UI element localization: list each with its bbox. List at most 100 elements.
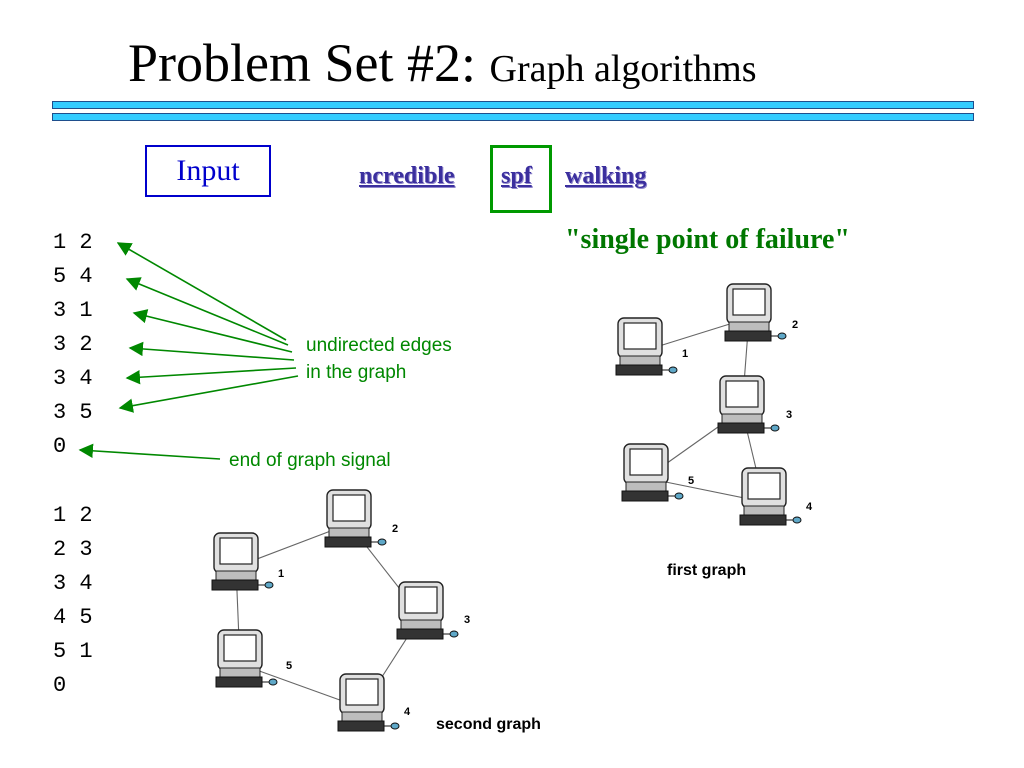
node-label: 3: [786, 409, 792, 421]
computer-node: 5: [621, 443, 694, 502]
edges-annotation: undirected edges in the graph: [306, 332, 452, 386]
base-shape: [215, 570, 257, 581]
screen-shape: [223, 634, 257, 662]
base-shape: [341, 711, 383, 722]
graph-edges: [235, 523, 422, 709]
computer-node: 4: [337, 673, 411, 732]
keyboard-shape: [615, 364, 663, 376]
keyboard-shape: [739, 514, 787, 526]
mouse-shape: [668, 366, 678, 374]
computer-node: 2: [324, 489, 398, 548]
base-shape: [728, 321, 770, 332]
base-shape: [625, 481, 667, 492]
arrow-to-end-signal: [78, 443, 221, 460]
selected-tab-highlight: [490, 145, 552, 213]
keyboard-shape: [215, 676, 263, 688]
computer-node: 1: [615, 317, 688, 376]
arrow-to-edge-5: [125, 367, 297, 385]
arrow-to-edge-6: [118, 375, 299, 413]
second-graph: 1 2 3 5 4: [211, 489, 470, 732]
edge-line: 3 4: [53, 366, 93, 391]
mouse-shape: [674, 492, 684, 500]
title-subtitle: Graph algorithms: [489, 48, 757, 90]
edge-line: 1 2: [53, 230, 93, 255]
node-label: 4: [404, 706, 411, 718]
edge-line: 3 2: [53, 332, 93, 357]
edge-line: 5 1: [53, 639, 93, 664]
screen-shape: [332, 494, 366, 522]
arrow-to-edge-1: [116, 242, 287, 341]
node-label: 2: [392, 523, 398, 535]
edge-line: 5 4: [53, 264, 93, 289]
node-label: 2: [792, 319, 798, 331]
mouse-shape: [792, 516, 802, 524]
computer-node: 2: [724, 283, 798, 342]
computer-node: 5: [215, 629, 292, 688]
title-rule-top: [52, 101, 974, 109]
base-shape: [328, 527, 370, 538]
node-label: 1: [682, 348, 688, 360]
title-rule-bottom: [52, 113, 974, 121]
screen-shape: [725, 380, 759, 408]
screen-shape: [219, 537, 253, 565]
tab-link-walking[interactable]: walking: [565, 163, 647, 189]
mouse-shape: [390, 722, 400, 730]
arrow-to-edge-4: [128, 341, 295, 361]
base-shape: [743, 505, 785, 516]
keyboard-shape: [396, 628, 444, 640]
keyboard-shape: [724, 330, 772, 342]
end-signal-annotation: end of graph signal: [229, 450, 391, 471]
screen-shape: [345, 678, 379, 706]
base-shape: [219, 667, 261, 678]
slide-title: Problem Set #2: Graph algorithms: [128, 28, 757, 104]
input-block-second-graph: 1 2 2 3 3 4 4 5 5 1 0: [53, 499, 93, 703]
edges-annotation-line2: in the graph: [306, 362, 407, 383]
edge-line: 3 5: [53, 400, 93, 425]
computer-node: 3: [396, 581, 470, 640]
screen-shape: [404, 586, 438, 614]
edge-line: 2 3: [53, 537, 93, 562]
edge-line: 4 5: [53, 605, 93, 630]
first-graph: 1 2 3 5 4: [615, 283, 813, 526]
edge-arrows: [116, 242, 299, 413]
title-main: Problem Set #2:: [128, 33, 476, 93]
input-label: Input: [176, 154, 240, 187]
base-shape: [619, 355, 661, 366]
end-signal-line: 0: [53, 673, 67, 698]
mouse-shape: [264, 581, 274, 589]
edge-line: 3 4: [53, 571, 93, 596]
mouse-shape: [770, 424, 780, 432]
end-signal-line: 0: [53, 434, 67, 459]
node-label: 5: [286, 660, 292, 672]
keyboard-shape: [337, 720, 385, 732]
base-shape: [721, 413, 763, 424]
arrow-to-edge-3: [132, 309, 293, 353]
second-graph-caption: second graph: [436, 716, 541, 733]
tab-link-spf[interactable]: spf: [501, 163, 532, 189]
keyboard-shape: [717, 422, 765, 434]
first-graph-caption: first graph: [667, 562, 747, 579]
tab-link-ncredible[interactable]: ncredible: [359, 163, 455, 189]
base-shape: [400, 619, 442, 630]
computer-node: 4: [739, 467, 813, 526]
keyboard-shape: [211, 579, 259, 591]
node-label: 1: [278, 568, 284, 580]
edge-line: 1 2: [53, 503, 93, 528]
screen-shape: [732, 288, 766, 316]
computer-node: 1: [211, 532, 284, 591]
mouse-shape: [377, 538, 387, 546]
edges-annotation-line1: undirected edges: [306, 335, 452, 356]
node-label: 4: [806, 501, 813, 513]
screen-shape: [747, 472, 781, 500]
arrow-to-edge-2: [125, 277, 289, 346]
input-block-first-graph: 1 2 5 4 3 1 3 2 3 4 3 5 0: [53, 226, 93, 464]
screen-shape: [623, 322, 657, 350]
mouse-shape: [777, 332, 787, 340]
keyboard-shape: [324, 536, 372, 548]
node-label: 3: [464, 614, 470, 626]
edge-line: 3 1: [53, 298, 93, 323]
spf-definition: "single point of failure": [565, 224, 850, 255]
node-label: 5: [688, 475, 694, 487]
keyboard-shape: [621, 490, 669, 502]
computer-node: 3: [717, 375, 792, 434]
